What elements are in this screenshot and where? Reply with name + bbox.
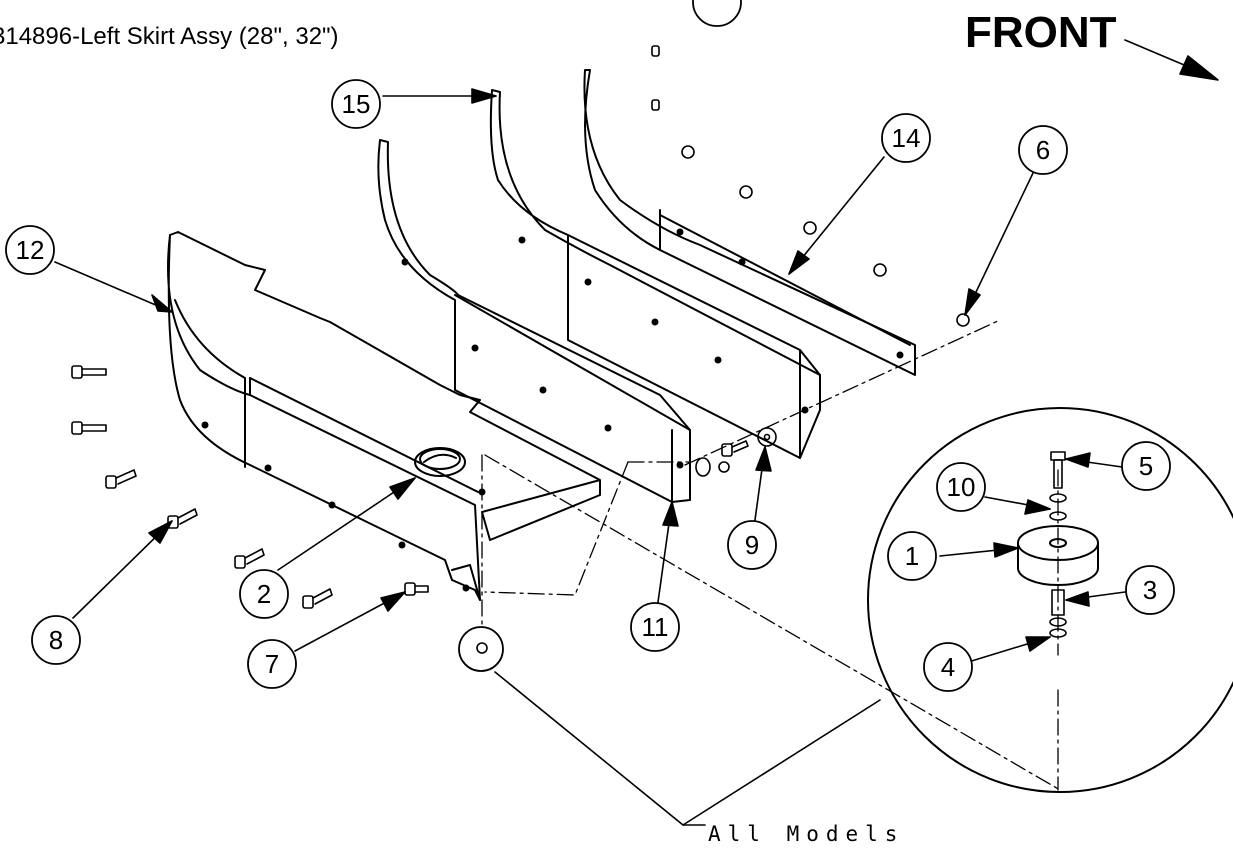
callout-14-circle <box>881 113 931 163</box>
callout-3-circle <box>1125 565 1175 615</box>
callout-all-models-circle <box>458 626 504 672</box>
leader-lines <box>54 39 1219 826</box>
callout-6-circle <box>1018 125 1068 175</box>
callout-15-circle <box>331 79 381 129</box>
callout-6: 6 <box>1036 135 1050 165</box>
all-models-label: All Models <box>708 822 905 846</box>
callout-12: 12 <box>16 235 45 265</box>
callout-labels: 12 15 14 6 2 8 7 11 9 5 10 1 3 4 <box>16 89 1158 682</box>
callout-8-circle <box>31 615 81 665</box>
part-15-middle-skirt <box>489 89 821 459</box>
callout-7: 7 <box>265 649 279 679</box>
callout-1: 1 <box>905 541 919 571</box>
detail-view-circle <box>867 407 1233 793</box>
callout-4-circle <box>923 642 973 692</box>
callout-5: 5 <box>1139 451 1153 481</box>
callout-12-circle <box>5 225 55 275</box>
hardware-bolts-group <box>71 365 777 654</box>
callout-5-circle <box>1121 441 1171 491</box>
front-direction-label: FRONT <box>965 8 1117 57</box>
callout-7-circle <box>247 639 297 689</box>
drawing-title: 314896-Left Skirt Assy (28", 32") <box>0 23 339 50</box>
callout-2-circle <box>239 569 289 619</box>
part-11-front-skirt <box>377 139 691 503</box>
callout-10: 10 <box>947 472 976 502</box>
callout-9-circle <box>727 520 777 570</box>
callout-1-circle <box>887 531 937 581</box>
part-12-outer-skirt <box>167 231 601 601</box>
callout-4: 4 <box>941 652 955 682</box>
callout-14: 14 <box>892 123 921 153</box>
callout-10-circle <box>936 462 986 512</box>
callout-11: 11 <box>642 612 669 642</box>
callout-11-circle <box>630 602 680 652</box>
hardware-nuts-group <box>651 45 970 327</box>
callout-15: 15 <box>342 89 371 119</box>
callout-3: 3 <box>1143 575 1157 605</box>
callout-9: 9 <box>745 530 759 560</box>
callout-2: 2 <box>257 579 271 609</box>
assembly-centerlines <box>481 319 1061 791</box>
part-14-rear-strip <box>583 69 916 376</box>
callout-bubbles <box>5 0 1175 692</box>
callout-8: 8 <box>49 625 63 655</box>
